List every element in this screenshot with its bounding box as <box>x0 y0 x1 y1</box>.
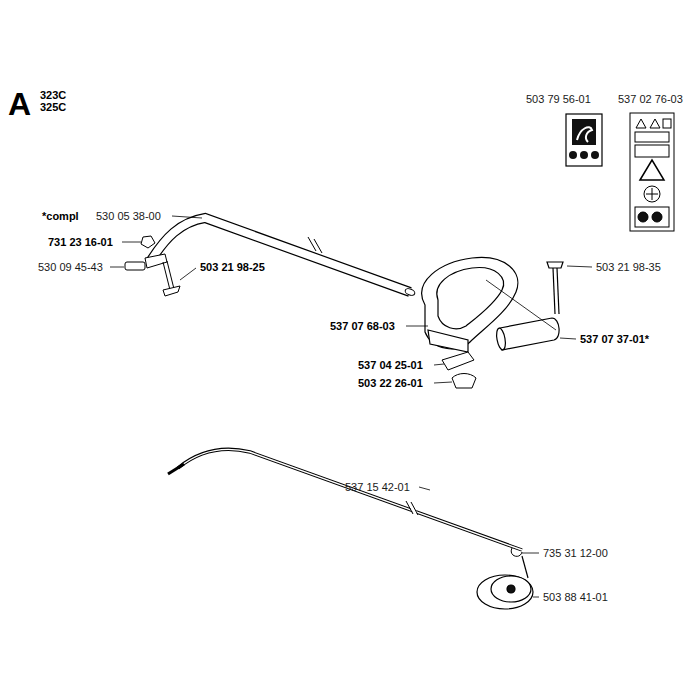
part-number: 735 31 12-00 <box>543 547 608 560</box>
model-name: 325C <box>40 101 66 114</box>
leader-lines <box>110 216 592 597</box>
model-name: 323C <box>40 89 66 102</box>
part-number: 537 04 25-01 <box>358 359 423 372</box>
part-note: *compl <box>42 210 79 223</box>
sleeve <box>486 262 563 351</box>
part-number: 731 23 16-01 <box>48 236 113 249</box>
part-number: 503 88 41-01 <box>543 591 608 604</box>
clamp-parts <box>125 236 180 296</box>
part-number: 537 15 42-01 <box>345 481 410 494</box>
cable-knob <box>477 556 533 609</box>
part-number: 537 02 76-03 <box>618 93 683 106</box>
part-number: 503 21 98-25 <box>200 261 265 274</box>
part-number: 537 07 37-01* <box>580 333 649 346</box>
part-number: 503 22 26-01 <box>358 377 423 390</box>
shaft <box>150 218 416 297</box>
part-number: 503 21 98-35 <box>596 261 661 274</box>
decal <box>566 114 602 166</box>
decal <box>630 113 674 231</box>
part-number: 530 05 38-00 <box>96 210 161 223</box>
drive-cable <box>168 449 522 556</box>
loop-handle <box>422 257 518 352</box>
section-letter: A <box>8 86 31 123</box>
part-number: 503 79 56-01 <box>526 93 591 106</box>
part-number: 537 07 68-03 <box>330 320 395 333</box>
part-number: 530 09 45-43 <box>38 261 103 274</box>
